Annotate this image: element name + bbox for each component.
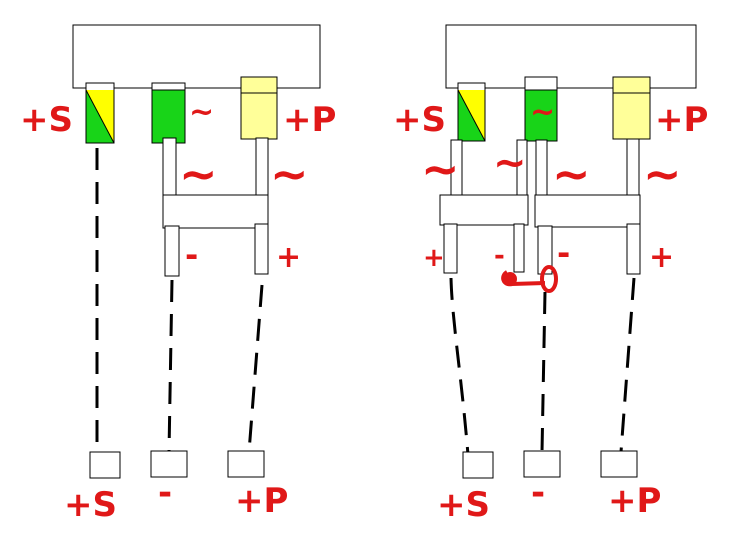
left-wire-plus-p (247, 284, 264, 453)
left-bottom-terminals (89, 450, 265, 479)
right-terminal-plus-s (462, 451, 494, 479)
right-label-top-plus-s: +S (393, 100, 446, 140)
left-pin-plus-p (240, 76, 278, 140)
right-terminal-plus-p (600, 450, 638, 478)
right-bottom-terminals (462, 450, 638, 479)
left-label-top-plus-p: +P (283, 100, 336, 140)
right-pin-plus-s (457, 82, 486, 142)
left-ac-mark-1: ~ (179, 147, 218, 201)
right-label-bottom-minus: - (531, 473, 545, 513)
right-pin-minus (524, 76, 558, 142)
right-bridge (439, 138, 641, 275)
right-wires (449, 277, 636, 456)
right-label-top-plus-p: +P (655, 100, 708, 140)
left-bridge (162, 137, 269, 277)
left-terminal-label-minus: - (185, 236, 198, 274)
right-terminal-label-plus-b: + (649, 240, 674, 275)
right-label-bottom-plus-p: +P (608, 481, 661, 521)
left-pin-plus-s (85, 82, 115, 144)
right-label-top-minus: ~ (530, 95, 555, 130)
right-terminal-label-plus: + (423, 243, 445, 273)
right-red-jumper (501, 265, 558, 293)
left-label-bottom-minus: - (158, 473, 172, 513)
left-pin-minus (151, 82, 186, 144)
right-wire-plus-p (619, 277, 636, 453)
right-terminal-minus (523, 450, 561, 478)
left-diagram: +S ~ +P ~ ~ - + +S - +P (20, 24, 336, 525)
left-terminal-label-plus: + (276, 240, 301, 275)
left-label-top-minus: ~ (189, 95, 214, 130)
left-terminal-plus-s (89, 451, 121, 479)
right-diagram: +S ~ +P ~ ~ ~ ~ + - - + +S - +P (393, 24, 708, 525)
left-connector-housing (72, 24, 321, 89)
right-ac-mark-1: ~ (421, 142, 460, 196)
left-wire-minus (167, 279, 174, 453)
left-terminal-minus (150, 450, 188, 478)
right-wire-minus (540, 291, 547, 453)
left-label-top-plus-s: +S (20, 100, 73, 140)
left-terminal-plus-p (227, 450, 265, 478)
right-label-bottom-plus-s: +S (437, 485, 490, 525)
right-ac-mark-4: ~ (643, 147, 682, 201)
right-pin-plus-p (612, 76, 651, 140)
left-ac-mark-2: ~ (270, 147, 309, 201)
right-connector-housing (445, 24, 697, 89)
right-ac-mark-3: ~ (552, 147, 591, 201)
left-label-bottom-plus-p: +P (235, 481, 288, 521)
right-wire-plus-s (449, 277, 470, 456)
right-terminal-label-minus-a: - (494, 241, 505, 271)
right-ac-mark-2: ~ (493, 140, 527, 186)
left-label-bottom-plus-s: +S (64, 485, 117, 525)
right-terminal-label-minus-b: - (557, 234, 570, 272)
left-wires (95, 148, 264, 453)
